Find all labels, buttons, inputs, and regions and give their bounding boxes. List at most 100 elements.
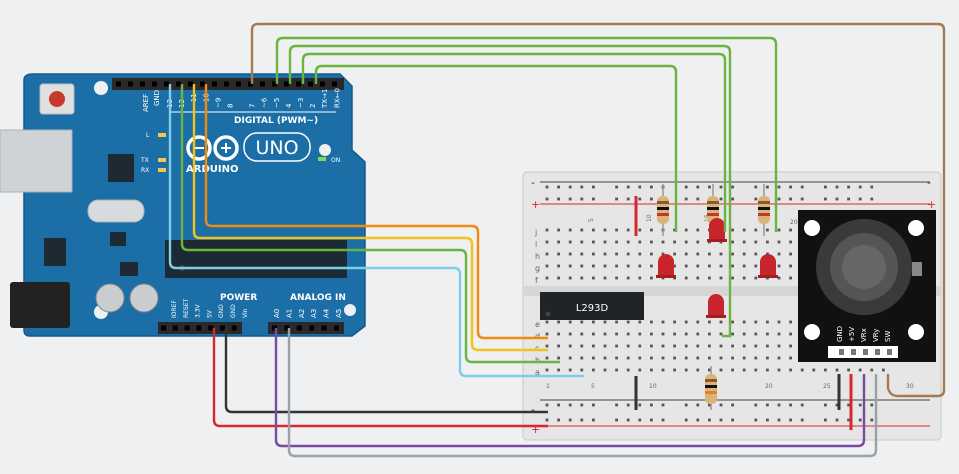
header-socket[interactable] [172, 325, 178, 331]
wire-green-pin3[interactable] [301, 52, 727, 232]
header-socket[interactable] [208, 325, 214, 331]
joystick-pin[interactable] [863, 349, 868, 355]
power-jack[interactable] [10, 282, 70, 328]
header-socket[interactable] [152, 81, 157, 87]
wire-orange-pin10[interactable] [204, 84, 548, 340]
gnd-label: GND [153, 90, 161, 106]
col-number-bottom-10: 10 [649, 383, 657, 390]
rail-hole [789, 185, 792, 189]
breadboard-hole [557, 332, 560, 336]
breadboard-hole [592, 320, 595, 324]
joystick-pin[interactable] [851, 349, 856, 355]
rail-hole [719, 403, 723, 407]
breadboard-hole [719, 344, 723, 348]
header-socket[interactable] [296, 325, 302, 331]
wire-yellow-pin11[interactable] [192, 84, 548, 352]
header-socket[interactable] [184, 325, 190, 331]
header-socket[interactable] [248, 81, 253, 87]
header-socket[interactable] [188, 81, 193, 87]
col-number-top-10: 10 [646, 214, 653, 222]
joystick-pin[interactable] [839, 349, 844, 355]
resistor-4[interactable] [705, 366, 717, 410]
analog-header[interactable] [268, 322, 344, 334]
rail-hole [835, 403, 839, 407]
rail-hole [638, 185, 642, 189]
header-socket[interactable] [116, 81, 121, 87]
rail-hole [766, 403, 769, 407]
led-1-body [658, 254, 674, 276]
wire-grey-a1[interactable] [287, 328, 878, 458]
led-on [318, 157, 326, 161]
breadboard-hole [592, 264, 595, 268]
led-2[interactable] [707, 218, 727, 242]
led-1[interactable] [656, 254, 676, 278]
header-socket[interactable] [260, 81, 265, 87]
rail-hole [824, 197, 827, 201]
led-3-rim [758, 275, 778, 278]
wire-green-pin5[interactable] [275, 36, 778, 232]
l293d-chip[interactable]: L293D [540, 292, 644, 320]
header-socket[interactable] [220, 325, 225, 331]
resistor-1[interactable] [657, 184, 669, 236]
header-socket[interactable] [308, 81, 313, 87]
rail-hole [592, 403, 595, 407]
rail-hole [568, 403, 572, 407]
breadboard-hole [626, 276, 630, 280]
wire-purple-a0[interactable] [274, 328, 866, 448]
wire-black-gnd[interactable] [224, 328, 548, 414]
breadboard-hole [592, 228, 595, 232]
wire-cyan-pin13[interactable] [168, 84, 584, 378]
rail-hole [858, 197, 862, 201]
header-socket[interactable] [332, 81, 337, 87]
rail-hole [580, 403, 584, 407]
header-socket[interactable] [128, 81, 133, 87]
header-socket[interactable] [231, 325, 237, 331]
header-socket[interactable] [161, 325, 166, 331]
rail-hole [696, 197, 700, 201]
header-socket[interactable] [200, 81, 205, 87]
led-4[interactable] [706, 294, 726, 318]
header-socket[interactable] [164, 81, 169, 87]
led-4-body [708, 294, 724, 316]
wire-brown-pin7[interactable] [250, 22, 946, 398]
wire-green-pin2[interactable] [314, 64, 678, 232]
header-socket[interactable] [140, 81, 145, 87]
header-socket[interactable] [236, 81, 241, 87]
header-socket[interactable] [176, 81, 181, 87]
header-socket[interactable] [320, 81, 325, 87]
resistor-1-band-3 [657, 213, 669, 216]
header-socket[interactable] [212, 81, 217, 87]
header-socket[interactable] [224, 81, 229, 87]
wire-green-pin4[interactable] [288, 44, 732, 338]
header-socket[interactable] [321, 325, 327, 331]
header-socket[interactable] [272, 81, 277, 87]
breadboard-hole [568, 240, 572, 244]
reset-button[interactable] [49, 91, 65, 107]
breadboard-hole [777, 252, 781, 256]
header-socket[interactable] [284, 325, 290, 331]
resistor-2-band-1 [707, 201, 719, 204]
header-socket[interactable] [272, 325, 277, 331]
header-socket[interactable] [196, 325, 202, 331]
joystick-pin[interactable] [875, 349, 880, 355]
rail-hole [650, 418, 653, 422]
header-socket[interactable] [334, 325, 339, 331]
usb-port[interactable] [0, 129, 73, 193]
resistor-3[interactable] [758, 184, 770, 236]
rail-hole [684, 418, 688, 422]
analog-pin-label: A2 [298, 309, 306, 318]
joystick-pin[interactable] [887, 349, 892, 355]
header-socket[interactable] [309, 325, 315, 331]
breadboard-hole [650, 368, 653, 372]
power-pin-label: 5V [206, 309, 213, 318]
header-socket[interactable] [296, 81, 301, 87]
breadboard-hole [742, 276, 746, 280]
led-3[interactable] [758, 254, 778, 278]
header-socket[interactable] [284, 81, 289, 87]
rail-hole [638, 403, 642, 407]
wire-red-5v[interactable] [212, 328, 548, 428]
wire-green-pin12[interactable] [180, 84, 560, 364]
breadboard-hole [696, 320, 700, 324]
col-number-bottom-30: 30 [906, 383, 914, 390]
